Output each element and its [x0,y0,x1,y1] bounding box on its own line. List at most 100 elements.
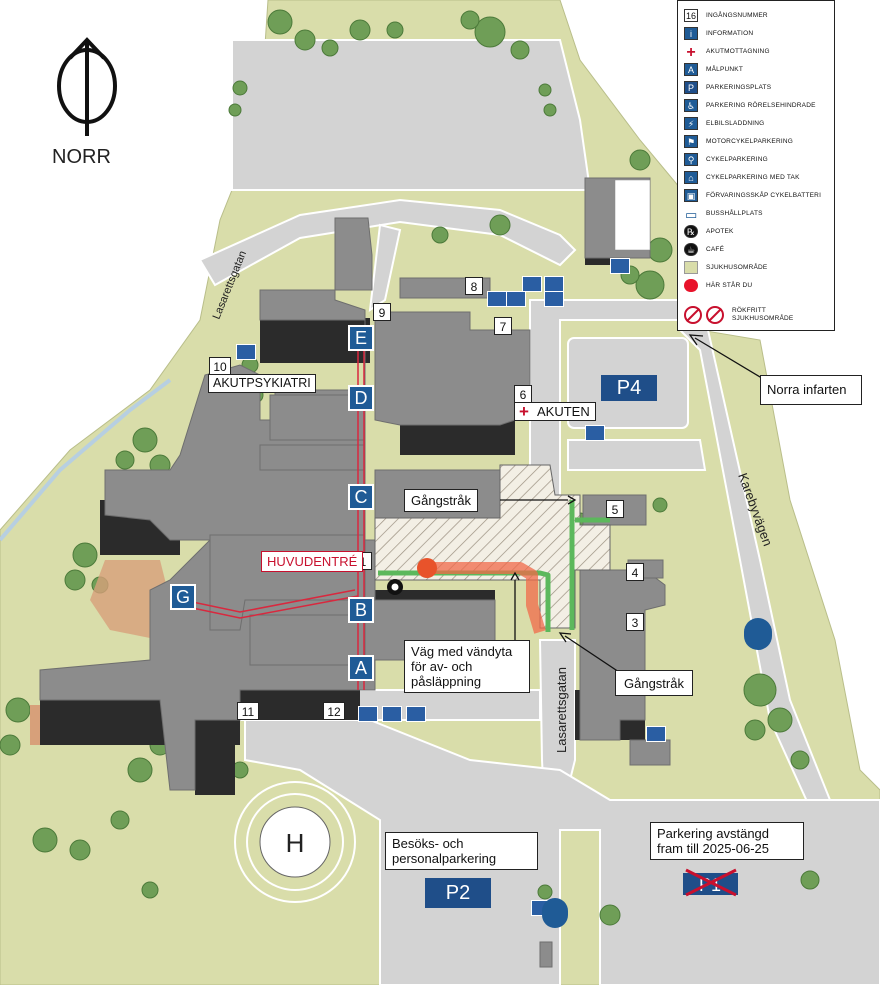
legend-label: AKUTMOTTAGNING [706,47,770,55]
label-akutpsykiatri: AKUTPSYKIATRI [208,374,316,393]
accessible-parking-icon [585,425,605,441]
legend-row-parking: P PARKERINGSPLATS [684,79,771,95]
closed-parking-cross: P1 [683,868,738,897]
cafe-icon: ☕ [684,242,698,256]
label-akuten-text: AKUTEN [537,404,590,419]
pharmacy-icon: ℞ [684,224,698,238]
bicycle-parking-icon: ⚲ [684,152,698,166]
entrance-number-7: 7 [494,317,512,335]
legend-label: APOTEK [706,227,734,235]
legend-label: HÄR STÅR DU [706,281,753,289]
legend-row-covered-bicycle: ⌂ CYKELPARKERING MED TAK [684,169,800,185]
target-point-e: E [348,325,374,351]
north-arrow [57,37,117,136]
dropoff-road [420,562,546,634]
pedestrian-zone [374,464,611,629]
bike-battery-locker-icon: ▣ [684,188,698,202]
emergency-cross-icon: + [519,402,529,421]
target-point-icon: A [684,62,698,76]
legend-row-bus-stop: ▭ BUSSHÅLLPLATS [684,205,763,221]
target-point-c: C [348,484,374,510]
legend-row-pharmacy: ℞ APOTEK [684,223,734,239]
legend-row-cafe: ☕ CAFÉ [684,241,724,257]
label-norra-infarten: Norra infarten [760,375,862,405]
entrance-number-6: 6 [514,385,532,403]
entrance-number-10: 10 [209,357,231,375]
trees [0,9,820,926]
legend-label: MÅLPUNKT [706,65,743,73]
covered-bicycle-parking-icon: ⌂ [684,170,698,184]
street-lasarettsgatan-south: Lasarettsgatan [554,667,569,753]
legend-label: CAFÉ [706,245,725,253]
label-vag-vandyta: Väg med vändyta för av- och påsläppning [404,640,530,693]
legend-label: INFORMATION [706,29,754,37]
motorcycle-parking-icon [506,291,526,307]
label-gangstrak-2: Gångstråk [615,670,693,696]
legend-label: SJUKHUSOMRÅDE [706,263,768,271]
accessible-parking-icon [236,344,256,360]
emergency-cross-icon: + [684,44,698,60]
helipad [234,781,356,903]
entrance-number-12: 12 [323,702,345,720]
legend-row-emergency: + AKUTMOTTAGNING [684,43,770,60]
legend-label: BUSSHÅLLPLATS [706,209,763,217]
bicycle-parking-icon [544,291,564,307]
legend-label: ELBILSLADDNING [706,119,765,127]
legend-label: CYKELPARKERING [706,155,768,163]
target-point-a: A [348,655,374,681]
legend-row-entrance-number: 16 INGÅNGSNUMMER [684,7,768,23]
bus-stop-icon [542,898,568,928]
target-point-g: G [170,584,196,610]
map-legend: 16 INGÅNGSNUMMER i INFORMATION + AKUTMOT… [677,0,835,331]
buildings [39,177,671,968]
legend-label: MOTORCYKELPARKERING [706,137,793,145]
legend-row-information: i INFORMATION [684,25,753,41]
parking-icon: P [684,80,698,94]
bike-battery-locker-icon [406,706,426,722]
legend-label: FÖRVARINGSSKÅP CYKELBATTERI [706,191,822,199]
legend-row-accessible-parking: ♿ PARKERING RÖRELSEHINDRADE [684,97,816,113]
covered-bicycle-parking-icon [646,726,666,742]
label-akuten: + AKUTEN [514,402,596,421]
covered-bicycle-parking-icon [544,276,564,292]
you-are-here-dot-icon [684,278,698,292]
bus-stop-icon [744,618,772,650]
bicycle-parking-icon [522,276,542,292]
legend-label: PARKERINGSPLATS [706,83,772,91]
legend-row-hospital-area: SJUKHUSOMRÅDE [684,259,767,275]
legend-label: CYKELPARKERING MED TAK [706,173,800,181]
covered-bicycle-parking-icon [382,706,402,722]
target-point-b: B [348,597,374,623]
legend-row-battery-locker: ▣ FÖRVARINGSSKÅP CYKELBATTERI [684,187,821,203]
no-smoking-icon [684,306,702,324]
entrance-number-11: 11 [237,702,259,720]
entrance-number-4: 4 [626,563,644,581]
entrance-number-5: 5 [606,500,624,518]
hospital-area-swatch-icon [684,260,698,274]
parking-p4-sign: P4 [601,375,657,401]
legend-row-bicycle: ⚲ CYKELPARKERING [684,151,768,167]
ev-charging-icon [610,258,630,274]
entrance-number-8: 8 [465,277,483,295]
legend-label: INGÅNGSNUMMER [706,11,768,19]
label-besoks-parkering: Besöks- och personalparkering [385,832,538,870]
parking-p2-sign: P2 [425,878,491,908]
ev-charging-icon: ⚡ [684,116,698,130]
label-parkering-avstangd: Parkering avstängd fram till 2025-06-25 [650,822,804,860]
entrance-number-icon: 16 [684,8,698,22]
information-icon: i [684,26,698,40]
legend-label: RÖKFRITT SJUKHUSOMRÅDE [732,307,794,322]
accessible-parking-icon: ♿ [684,98,698,112]
you-are-here-dot [417,558,437,578]
motorcycle-parking-icon: ⚑ [684,134,698,148]
helipad-letter: H [286,828,305,858]
label-huvudentre: HUVUDENTRÉ [261,551,364,572]
bus-stop-icon: ▭ [684,206,698,222]
p2-lot [385,855,535,965]
legend-label: PARKERING RÖRELSEHINDRADE [706,101,816,109]
legend-row-motorcycle: ⚑ MOTORCYKELPARKERING [684,133,793,149]
bicycle-parking-icon [358,706,378,722]
entrance-number-3: 3 [626,613,644,631]
accessible-parking-icon [487,291,507,307]
target-point-d: D [348,385,374,411]
